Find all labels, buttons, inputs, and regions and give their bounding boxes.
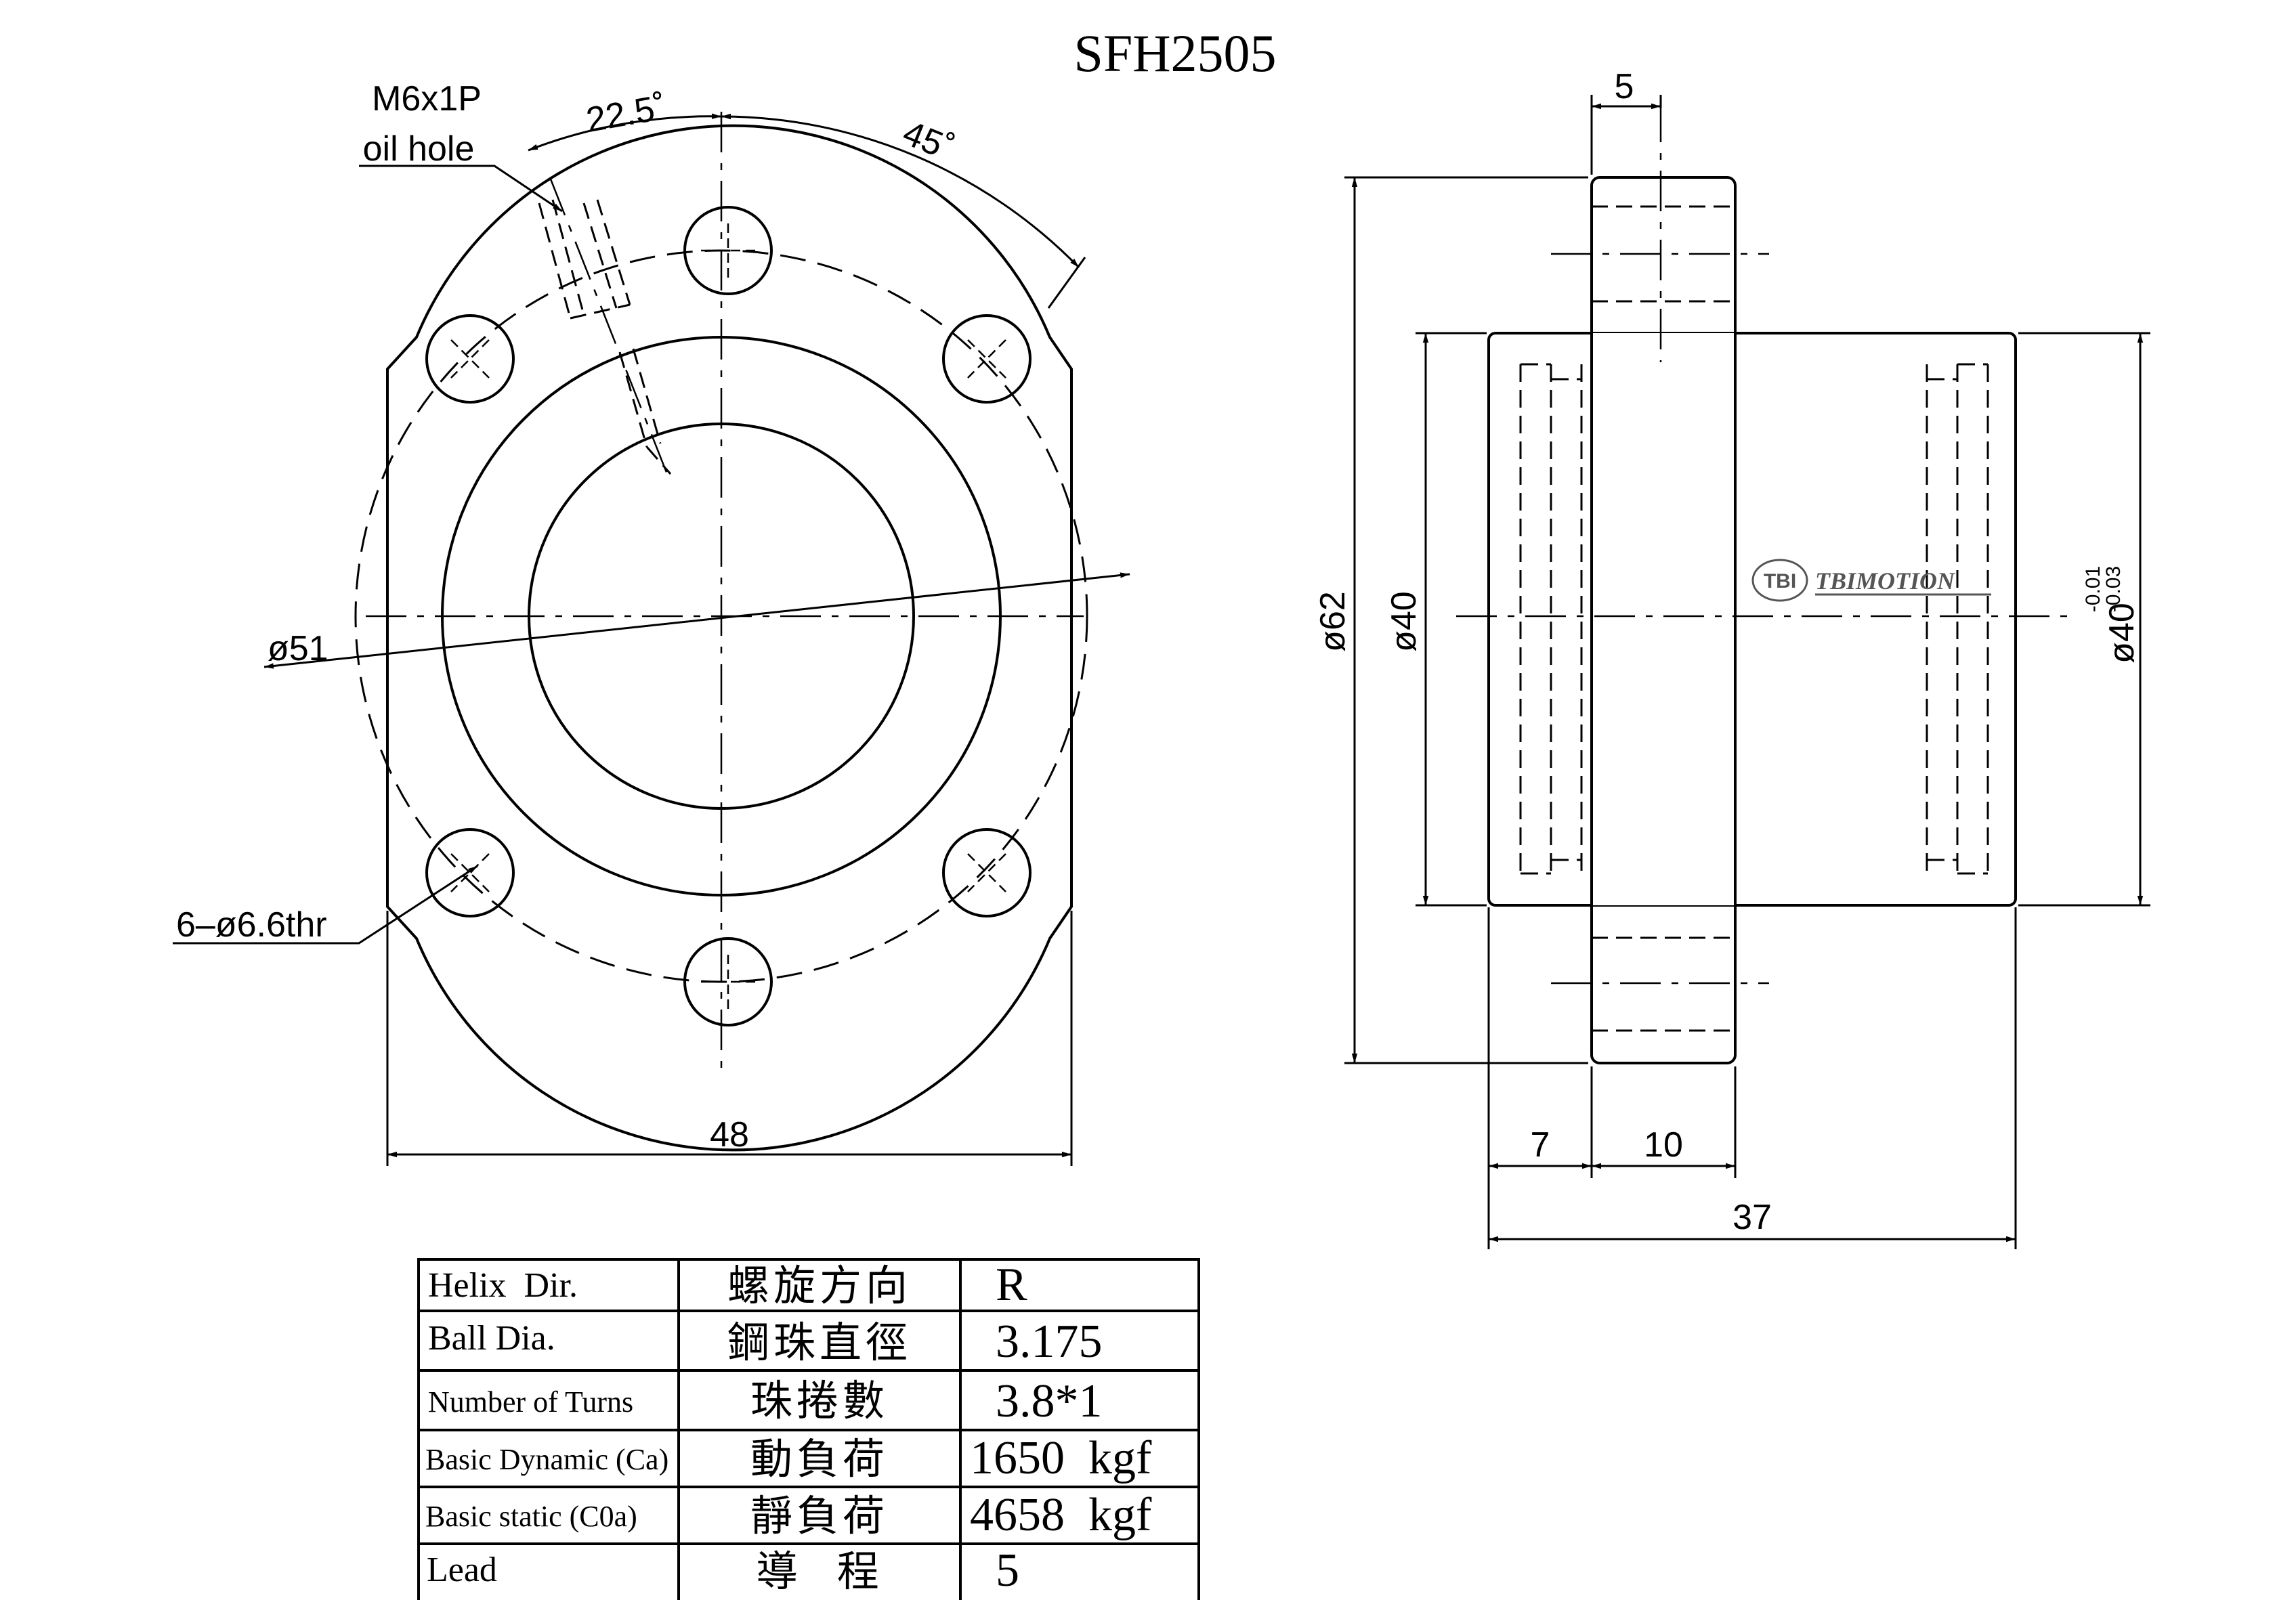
row-en: Number of Turns xyxy=(428,1385,633,1419)
row-en: Basic Dynamic (Ca) xyxy=(425,1443,668,1476)
angle-ext-right xyxy=(1047,257,1086,309)
table-row: Helix Dir. 螺旋方向 R xyxy=(428,1259,1027,1311)
angle-arc-45 xyxy=(721,113,1080,269)
tbimotion-logo: TBI TBIMOTION xyxy=(1751,559,1991,602)
row-en: Helix Dir. xyxy=(428,1266,578,1305)
row-zh: 動負荷 xyxy=(750,1434,889,1484)
drawing-title: SFH2505 xyxy=(1073,24,1276,83)
row-zh: 導 程 xyxy=(756,1547,883,1596)
angle-22-5-label: 22.5˚ xyxy=(583,87,669,140)
dim-40-tol-label: ø40 xyxy=(2102,603,2142,664)
body-side xyxy=(1487,332,2017,907)
dim-10-label: 10 xyxy=(1644,1125,1683,1165)
tolerance-upper: -0.01 xyxy=(2082,566,2104,612)
row-en: Ball Dia. xyxy=(428,1319,555,1358)
row-zh: 螺旋方向 xyxy=(727,1261,912,1310)
bolt-hole xyxy=(425,828,515,917)
row-value: 4658 kgf xyxy=(970,1489,1152,1541)
table-row: Basic Dynamic (Ca) 動負荷 1650 kgf xyxy=(425,1432,1152,1484)
bolt-hole xyxy=(942,314,1032,404)
bolt-hole xyxy=(683,937,773,1026)
width-48-label: 48 xyxy=(710,1115,749,1154)
bolt-hole xyxy=(942,828,1032,917)
row-value: R xyxy=(996,1259,1027,1311)
angle-45-label: 45˚ xyxy=(897,113,959,169)
holes-label: 6–ø6.6thr xyxy=(176,905,327,945)
logo-text: TBIMOTION xyxy=(1815,567,1956,594)
row-value: 3.8*1 xyxy=(996,1375,1103,1427)
row-zh: 珠捲數 xyxy=(750,1376,889,1425)
body-hidden-lines-left xyxy=(1519,363,1583,875)
front-view xyxy=(173,112,1130,1166)
dim-40-label: ø40 xyxy=(1384,591,1424,652)
row-value: 5 xyxy=(996,1544,1019,1597)
pcd-leader xyxy=(263,572,1130,669)
spec-table xyxy=(417,1258,1200,1600)
row-en: Lead xyxy=(427,1551,497,1589)
dim-62-label: ø62 xyxy=(1313,591,1353,652)
flange-outline xyxy=(386,124,1073,1152)
table-row: Basic static (C0a) 靜負荷 4658 kgf xyxy=(425,1489,1152,1541)
spec-table-rows: Helix Dir. 螺旋方向 R Ball Dia. 鋼珠直徑 3.175 N… xyxy=(425,1259,1152,1597)
dim-37-label: 37 xyxy=(1732,1198,1772,1237)
dim-7-label: 7 xyxy=(1531,1125,1550,1165)
pcd-label: ø51 xyxy=(268,629,328,668)
oil-hole-centerline xyxy=(549,177,668,475)
table-row: Number of Turns 珠捲數 3.8*1 xyxy=(428,1375,1103,1427)
row-value: 3.175 xyxy=(996,1316,1103,1368)
bolt-hole xyxy=(425,314,515,404)
table-row: Ball Dia. 鋼珠直徑 3.175 xyxy=(428,1316,1103,1368)
oil-hole-spec: M6x1P xyxy=(372,79,482,118)
body-hidden-lines-right xyxy=(1926,363,1989,875)
tolerance-lower: -0.03 xyxy=(2102,566,2125,612)
oil-hole-label: oil hole xyxy=(363,129,475,169)
table-row: Lead 導 程 5 xyxy=(427,1544,1019,1597)
row-value: 1650 kgf xyxy=(970,1432,1152,1484)
holes-leader xyxy=(173,865,478,945)
side-view xyxy=(1344,95,2150,1249)
oil-hole xyxy=(538,199,672,475)
logo-badge: TBI xyxy=(1764,570,1796,592)
bolt-holes xyxy=(425,206,1032,1026)
row-zh: 靜負荷 xyxy=(750,1491,889,1540)
row-en: Basic static (C0a) xyxy=(425,1500,637,1533)
angle-arc-22-5 xyxy=(528,113,722,152)
dim-5-label: 5 xyxy=(1615,67,1634,106)
oil-hole-leader xyxy=(359,165,563,213)
row-zh: 鋼珠直徑 xyxy=(727,1318,912,1367)
